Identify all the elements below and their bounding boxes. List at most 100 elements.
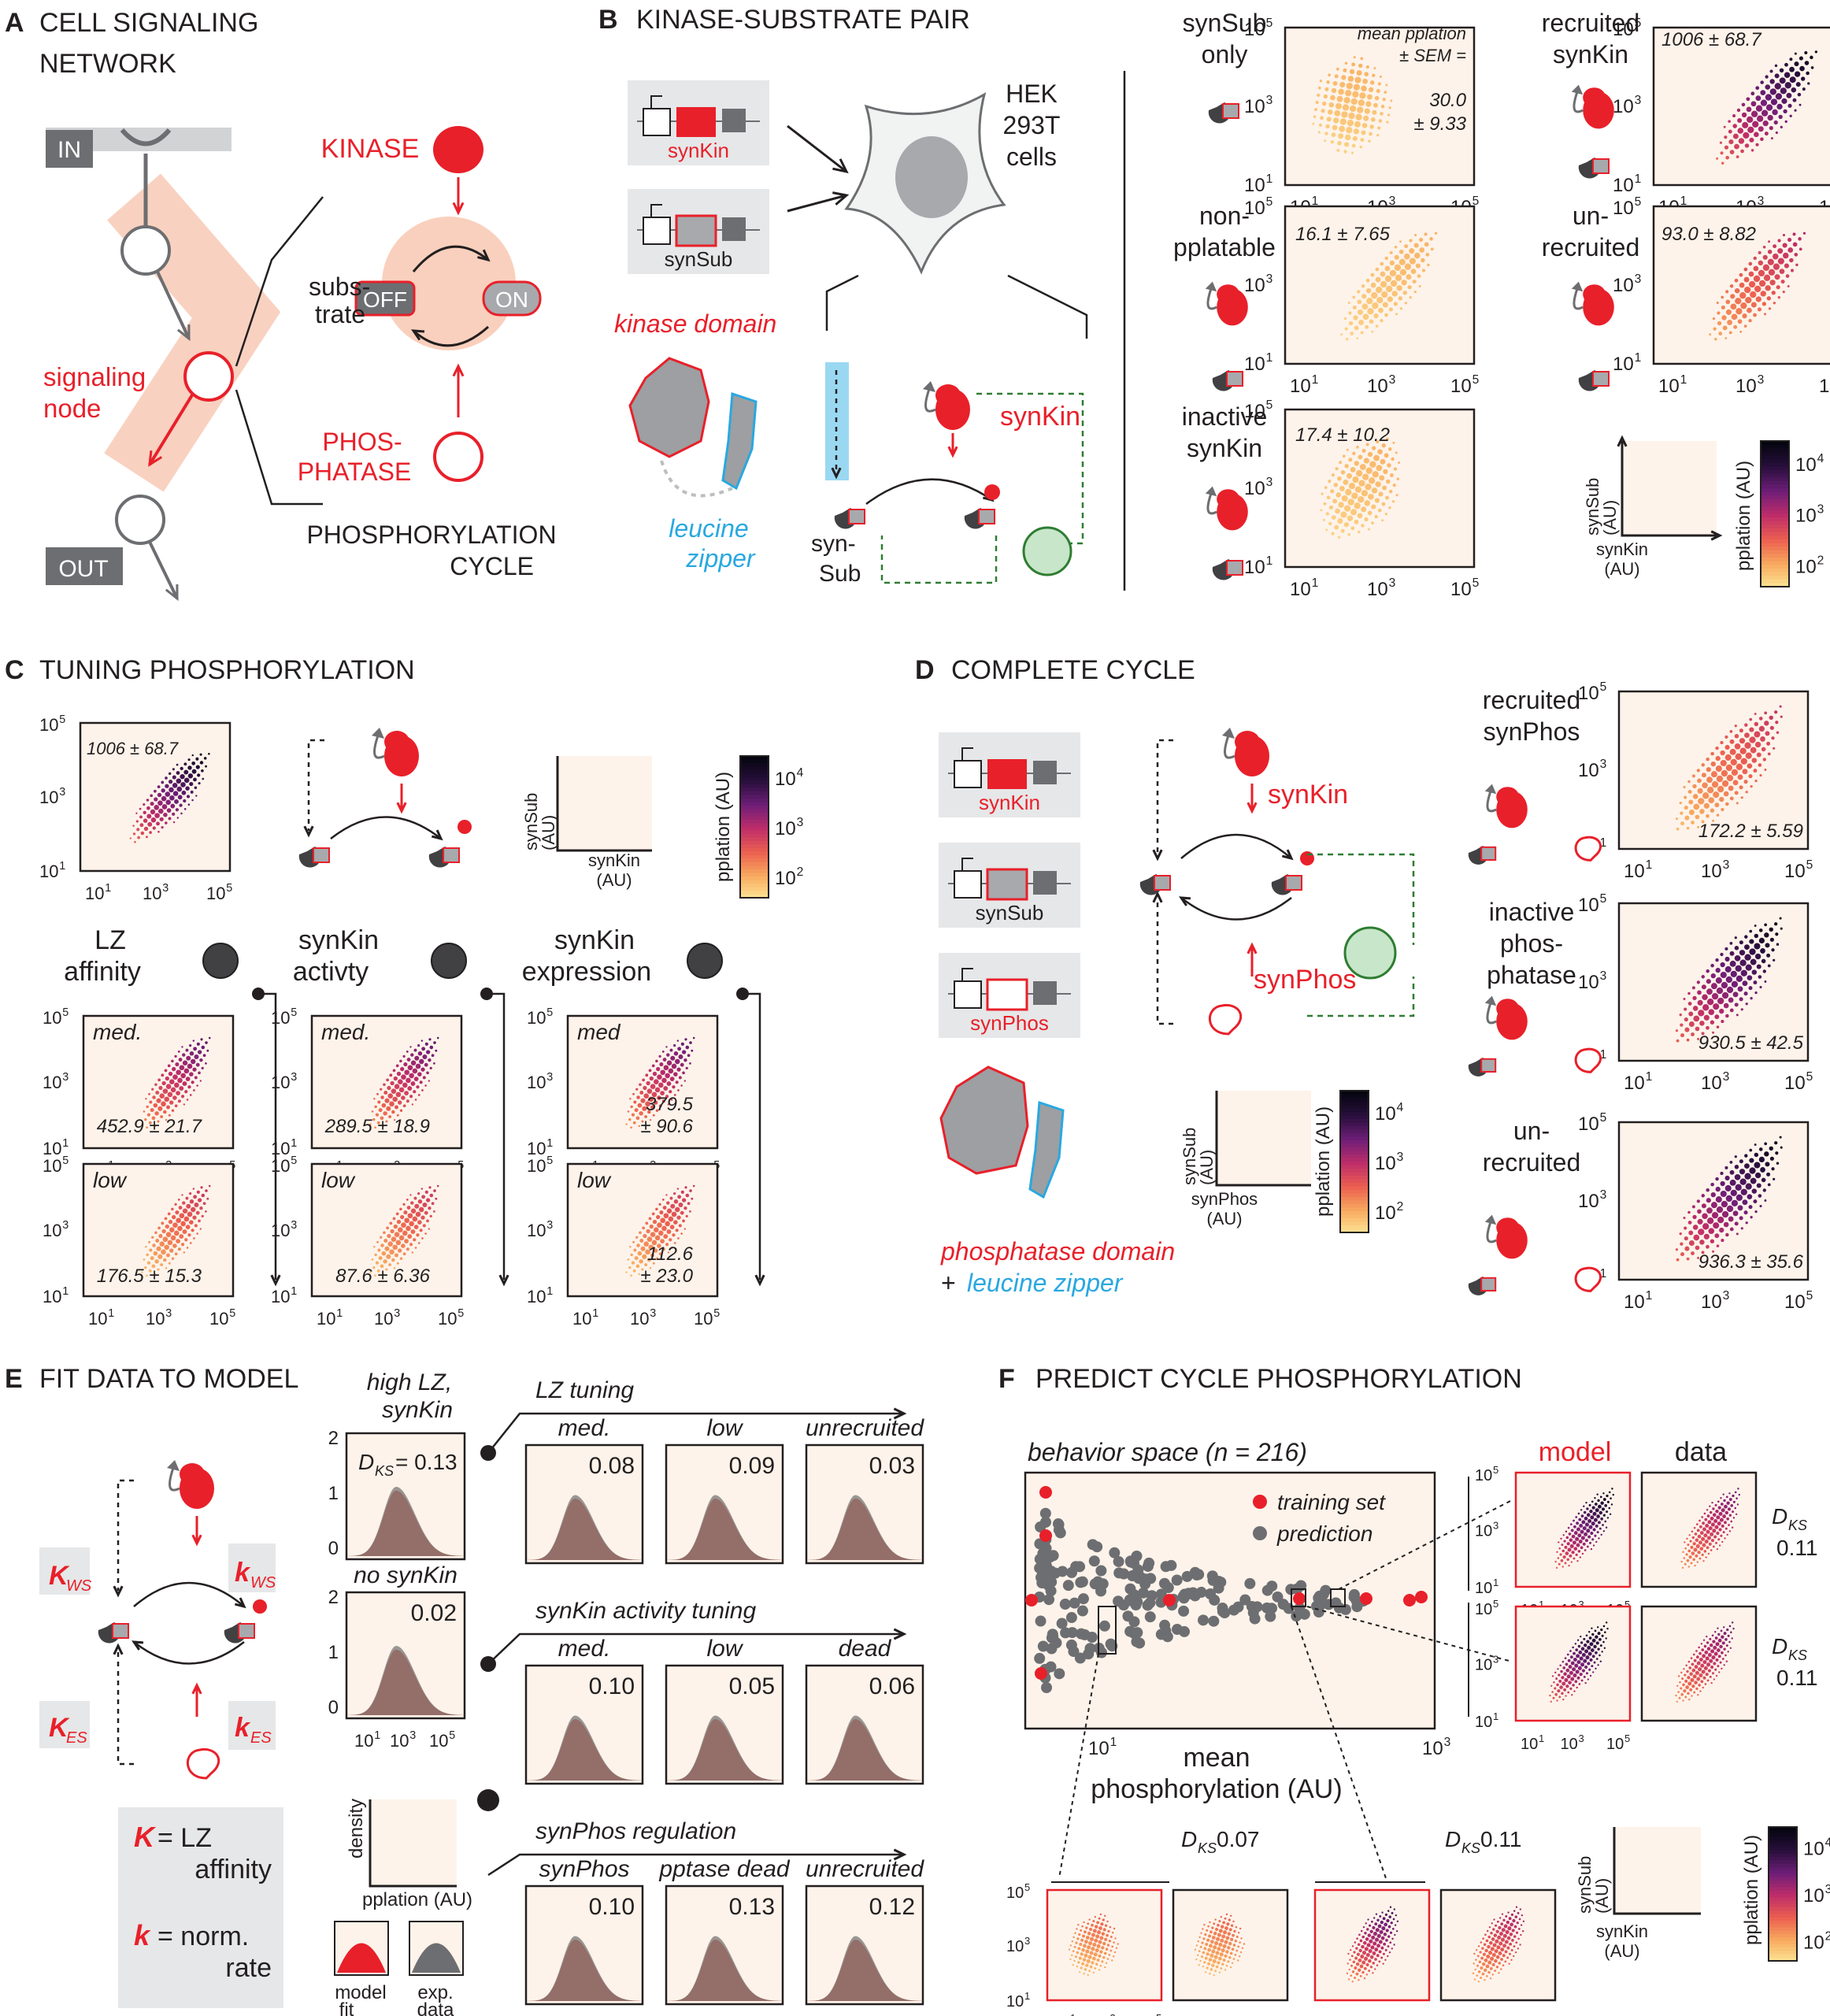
- hexbin-dot: [1081, 1947, 1085, 1952]
- hexbin-dot: [1758, 975, 1762, 979]
- hexbin-dot: [1595, 1667, 1597, 1670]
- hexbin-dot: [1676, 1258, 1680, 1262]
- hexbin-dot: [1487, 1944, 1491, 1949]
- hexbin-dot: [1589, 1674, 1592, 1677]
- hexbin-dot: [416, 1085, 420, 1089]
- dks-value: 0.02: [411, 1600, 457, 1626]
- hexbin-dot: [1765, 75, 1769, 79]
- hexbin-dot: [1695, 1650, 1698, 1652]
- hexbin-dot: [1387, 1945, 1390, 1947]
- hexbin-dot: [1335, 67, 1339, 71]
- hexbin-dot: [1365, 287, 1372, 294]
- hexbin-dot: [425, 1198, 431, 1203]
- hexbin-dot: [678, 1054, 683, 1059]
- prediction-point: [1076, 1576, 1088, 1588]
- hexbin-dot: [1510, 1922, 1514, 1927]
- hexbin-dot: [1611, 1488, 1613, 1490]
- label: 3: [1389, 576, 1396, 590]
- colorbar-step: [1340, 1225, 1369, 1230]
- hexbin-dot: [1741, 112, 1747, 118]
- hexbin-dot: [1334, 74, 1339, 79]
- panel-letter-d: D: [915, 655, 935, 685]
- hexbin-dot: [1494, 1949, 1498, 1954]
- hexbin-dot: [1370, 1920, 1373, 1923]
- hexbin-dot: [648, 1217, 652, 1221]
- e-group-arrow-0: [487, 1412, 902, 1454]
- hexbin-dot: [163, 812, 168, 817]
- hexbin-dot: [1518, 1918, 1521, 1921]
- hexbin-dot: [410, 1229, 416, 1235]
- hexbin-dot: [192, 1188, 195, 1190]
- hexbin-dot: [172, 768, 175, 771]
- hexbin-dot: [1368, 1959, 1372, 1963]
- hexbin-dot: [1343, 68, 1347, 72]
- hexbin-dot: [165, 1084, 172, 1089]
- colorbar-step: [740, 858, 769, 863]
- kinase-lobe: [1217, 489, 1239, 510]
- f-pred-label: prediction: [1276, 1521, 1372, 1546]
- label: 10: [775, 769, 796, 790]
- hexbin-dot: [1208, 1958, 1213, 1962]
- hexbin-dot: [1358, 496, 1365, 503]
- hexbin-dot: [1767, 114, 1773, 121]
- hexbin-dot: [1739, 1169, 1746, 1175]
- hexbin-dot: [1200, 1955, 1204, 1959]
- e-group-arrow-2: [487, 1853, 902, 1877]
- hexbin-dot: [655, 1109, 659, 1112]
- hexbin-dot: [1732, 780, 1739, 786]
- label: 10: [1578, 1114, 1599, 1135]
- hexbin-dot: [1702, 1676, 1706, 1680]
- hexbin-dot: [1721, 1020, 1724, 1024]
- hexbin-dot: [1377, 508, 1382, 513]
- hexbin-dot: [406, 1077, 411, 1084]
- hexbin-dot: [669, 1077, 675, 1082]
- b-note-1: mean pplation: [1358, 24, 1466, 43]
- hexbin-dot: [684, 1038, 687, 1041]
- hexbin-dot: [1684, 1673, 1687, 1677]
- hexbin-dot: [1393, 1944, 1395, 1946]
- prediction-point: [1133, 1573, 1145, 1584]
- hexbin-dot: [1735, 1513, 1738, 1516]
- c-s1-2: 379.5: [646, 1094, 694, 1115]
- prediction-point: [1091, 1541, 1103, 1553]
- hexbin-dot: [1371, 446, 1376, 450]
- gene-sub: [986, 868, 1028, 901]
- edge-2: [148, 392, 194, 466]
- hexbin-dot: [1725, 155, 1729, 160]
- linker: [1573, 288, 1584, 310]
- hexbin-dot: [1213, 1922, 1216, 1925]
- hexbin-dot: [1739, 785, 1743, 790]
- c-key-y: synSub: [521, 793, 541, 850]
- key-axes: [1621, 441, 1717, 537]
- hexbin-dot: [1558, 1695, 1561, 1699]
- hexbin-dot: [1384, 513, 1387, 516]
- hexbin-dot: [180, 1095, 185, 1099]
- hexbin-dot: [1717, 1665, 1720, 1668]
- prediction-point: [1132, 1627, 1143, 1639]
- plot-frame: [1617, 1121, 1810, 1281]
- label: 3: [650, 1307, 656, 1320]
- hexbin-dot: [1387, 1925, 1391, 1929]
- exp-data-area: [666, 1495, 783, 1560]
- label: 10: [1624, 1073, 1645, 1094]
- hexbin-dot: [1721, 1210, 1729, 1218]
- hexbin-dot: [1680, 1252, 1685, 1257]
- hexbin-dot: [145, 1246, 147, 1248]
- hexbin-dot: [1732, 1627, 1735, 1630]
- hexbin-dot: [1554, 1692, 1558, 1696]
- hexbin-dot: [1602, 1498, 1606, 1502]
- hexbin-dot: [201, 1193, 206, 1198]
- hexbin-dot: [1089, 1927, 1093, 1932]
- f-key-bg: [1614, 1827, 1701, 1914]
- hexbin-dot: [1698, 1657, 1703, 1662]
- label: 1: [1493, 1577, 1498, 1588]
- hexbin-dot: [1792, 242, 1798, 247]
- hexbin-dot: [1737, 1488, 1739, 1490]
- hexbin-dot: [1347, 1962, 1349, 1965]
- hexbin-dot: [1719, 796, 1724, 802]
- hexbin-dot: [1317, 93, 1321, 97]
- hexbin-dot: [1765, 285, 1771, 291]
- hexbin-dot: [665, 1194, 668, 1196]
- hexbin-dot: [1764, 711, 1767, 715]
